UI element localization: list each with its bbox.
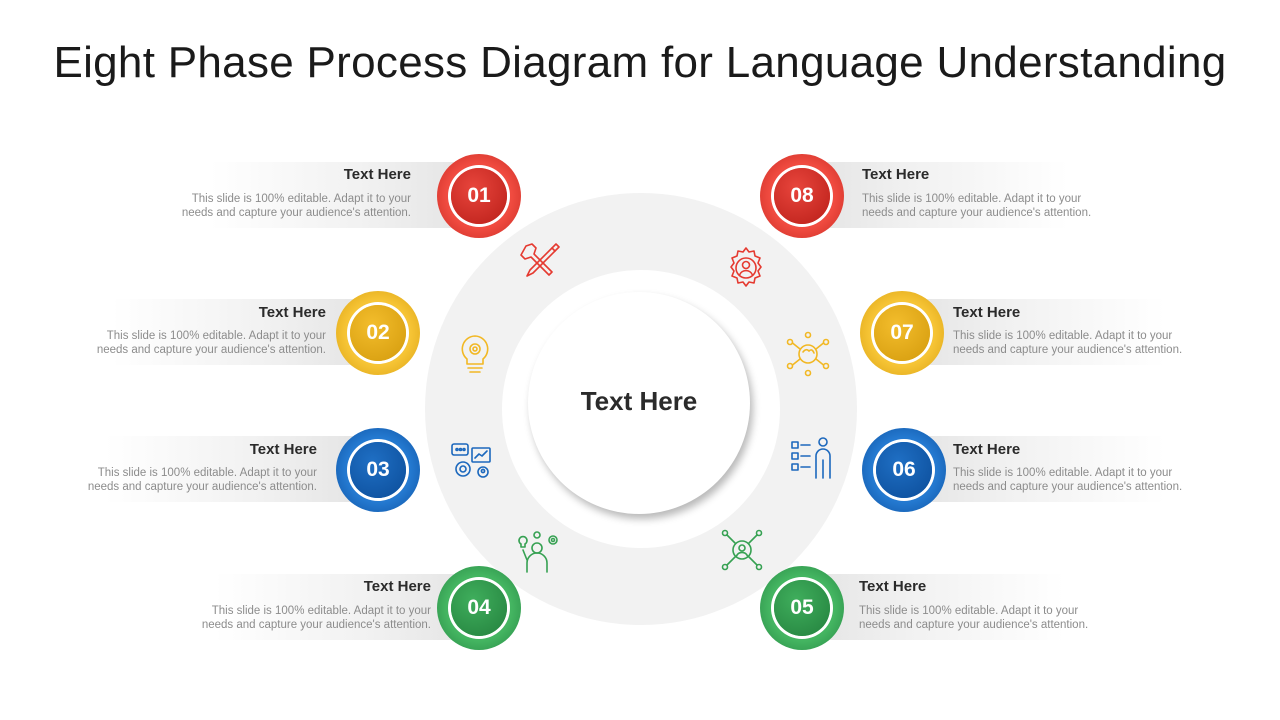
phase-05-badge-inner <box>774 580 830 636</box>
phase-06-band <box>905 436 1165 502</box>
phase-08-description: This slide is 100% editable. Adapt it to… <box>862 192 1132 220</box>
lightbulb-gear-icon <box>453 332 497 376</box>
phase-05-badge: 05 <box>760 566 844 650</box>
phase-02-badge-inner <box>350 305 406 361</box>
phase-03-number: 03 <box>366 458 390 481</box>
phase-07-desc-line1: This slide is 100% editable. Adapt it to… <box>953 330 1173 342</box>
phase-02-desc-line1: This slide is 100% editable. Adapt it to… <box>106 330 326 342</box>
phase-02-badge: 02 <box>336 291 420 375</box>
phase-03-description: This slide is 100% editable. Adapt it to… <box>47 466 317 494</box>
phase-06-heading: Text Here <box>953 441 1021 458</box>
phase-01-badge-inner <box>451 168 507 224</box>
phase-02-number: 02 <box>366 321 390 344</box>
phase-02-description: This slide is 100% editable. Adapt it to… <box>56 329 326 357</box>
phase-07-band <box>905 299 1165 365</box>
phase-01-heading: Text Here <box>343 166 411 183</box>
phase-02-band <box>112 299 372 365</box>
phase-07-description: This slide is 100% editable. Adapt it to… <box>953 329 1223 357</box>
phase-05-desc-line1: This slide is 100% editable. Adapt it to… <box>859 605 1079 617</box>
phase-04-desc-line2: needs and capture your audience's attent… <box>201 619 431 631</box>
phase-05-band <box>805 574 1065 640</box>
user-gear-icon <box>724 246 768 290</box>
phase-03-desc-line1: This slide is 100% editable. Adapt it to… <box>97 467 317 479</box>
phase-04-number: 04 <box>467 596 491 619</box>
center-disc <box>528 292 750 514</box>
phase-08-desc-line1: This slide is 100% editable. Adapt it to… <box>862 193 1082 205</box>
settings-dashboard-icon <box>450 441 494 485</box>
phase-08-desc-line2: needs and capture your audience's attent… <box>862 207 1092 219</box>
phase-06-number: 06 <box>892 458 916 481</box>
brain-network-icon <box>786 331 830 377</box>
phase-01-desc-line2: needs and capture your audience's attent… <box>181 207 411 219</box>
phase-06-desc-line1: This slide is 100% editable. Adapt it to… <box>953 467 1173 479</box>
phase-05-number: 05 <box>790 596 814 619</box>
phase-03-badge: 03 <box>336 428 420 512</box>
phase-04-desc-line1: This slide is 100% editable. Adapt it to… <box>211 605 431 617</box>
phase-01-number: 01 <box>467 184 491 207</box>
phase-06-desc-line2: needs and capture your audience's attent… <box>953 481 1183 493</box>
phase-01-badge: 01 <box>437 154 521 238</box>
phase-05-heading: Text Here <box>859 578 927 595</box>
checklist-person-icon <box>790 436 834 480</box>
phase-04-band <box>215 574 475 640</box>
phase-04-heading: Text Here <box>363 578 431 595</box>
phase-08-badge: 08 <box>760 154 844 238</box>
tools-icon <box>520 238 564 282</box>
phase-05-desc-line2: needs and capture your audience's attent… <box>859 619 1089 631</box>
phase-07-number: 07 <box>890 321 914 344</box>
slide-title: Eight Phase Process Diagram for Language… <box>53 38 1227 87</box>
phase-07-badge: 07 <box>860 291 944 375</box>
phase-04-description: This slide is 100% editable. Adapt it to… <box>161 604 431 632</box>
phase-03-badge-inner <box>350 442 406 498</box>
phase-08-band <box>808 162 1068 228</box>
phase-04-badge-inner <box>451 580 507 636</box>
phase-02-heading: Text Here <box>258 304 326 321</box>
phase-03-heading: Text Here <box>249 441 317 458</box>
phase-03-band <box>105 436 365 502</box>
phase-07-desc-line2: needs and capture your audience's attent… <box>953 344 1183 356</box>
phase-08-badge-inner <box>774 168 830 224</box>
phase-01-description: This slide is 100% editable. Adapt it to… <box>141 192 411 220</box>
phase-05-description: This slide is 100% editable. Adapt it to… <box>859 604 1129 632</box>
network-user-icon <box>720 528 764 572</box>
phase-03-desc-line2: needs and capture your audience's attent… <box>87 481 317 493</box>
phase-01-band <box>210 162 470 228</box>
phase-01-desc-line1: This slide is 100% editable. Adapt it to… <box>191 193 411 205</box>
phase-06-description: This slide is 100% editable. Adapt it to… <box>953 466 1223 494</box>
center-label: Text Here <box>580 386 698 416</box>
phase-04-badge: 04 <box>437 566 521 650</box>
phase-02-desc-line2: needs and capture your audience's attent… <box>96 344 326 356</box>
phase-06-badge: 06 <box>862 428 946 512</box>
phase-08-heading: Text Here <box>862 166 930 183</box>
person-ideas-icon <box>515 530 559 574</box>
phase-07-badge-inner <box>874 305 930 361</box>
phase-07-heading: Text Here <box>953 304 1021 321</box>
phase-08-number: 08 <box>790 184 814 207</box>
phase-06-badge-inner <box>876 442 932 498</box>
